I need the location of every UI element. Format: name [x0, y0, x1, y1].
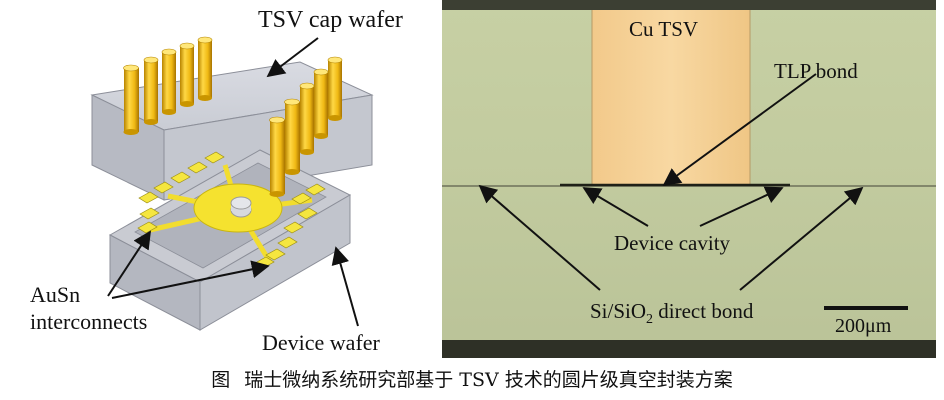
arrow-tlp-bond — [662, 73, 817, 187]
figure-caption: 图瑞士微纳系统研究部基于 TSV 技术的圆片级真空封装方案 — [0, 364, 944, 396]
pillar — [179, 42, 195, 107]
arrow-ausn-1 — [107, 230, 151, 297]
label-cu-tsv: Cu TSV — [629, 17, 698, 41]
micrograph: Cu TSV TLP bond Device cavity Si/SiO2 di… — [442, 0, 936, 358]
arrow-ausn-2 — [111, 260, 270, 299]
arrow-direct-bond-left — [478, 184, 601, 291]
label-direct-bond-subscript: 2 — [646, 312, 653, 327]
caption-text: 瑞士微纳系统研究部基于 TSV 技术的圆片级真空封装方案 — [244, 369, 733, 391]
tsv-pillars — [123, 36, 343, 197]
label-direct-bond: Si/SiO2 direct bond — [590, 299, 754, 327]
arrow-cavity-left — [582, 187, 649, 227]
arrow-device-wafer — [331, 246, 359, 327]
label-ausn: AuSn — [30, 282, 80, 307]
left-schematic: TSV cap wafer AuSn interconnects Device … — [30, 7, 403, 355]
pillar — [161, 48, 177, 115]
arrow-cap-wafer — [266, 37, 319, 78]
label-interconnects: interconnects — [30, 309, 147, 334]
arrow-cavity-right — [699, 186, 784, 227]
pillar — [327, 56, 343, 121]
micrograph-top-edge — [442, 0, 936, 10]
micrograph-bottom-edge — [442, 340, 936, 358]
label-device-wafer: Device wafer — [262, 330, 381, 355]
cu-tsv — [592, 10, 750, 186]
pillar — [143, 56, 159, 125]
pillar — [284, 98, 300, 175]
label-scale: 200μm — [835, 315, 892, 337]
pillar — [123, 64, 139, 135]
label-direct-bond-main: Si/SiO — [590, 299, 646, 323]
pillar — [197, 36, 213, 101]
label-tlp-bond: TLP bond — [774, 59, 858, 83]
label-device-cavity: Device cavity — [614, 231, 731, 255]
mems-device — [149, 164, 313, 264]
ausn-pads — [137, 151, 326, 269]
pillar — [299, 82, 315, 155]
arrow-direct-bond-right — [739, 186, 864, 291]
label-direct-bond-tail: direct bond — [653, 299, 754, 323]
label-tsv-cap-wafer: TSV cap wafer — [258, 7, 403, 33]
figure-label: 图 — [211, 369, 231, 391]
pillar — [269, 116, 285, 197]
pillar — [313, 68, 329, 139]
